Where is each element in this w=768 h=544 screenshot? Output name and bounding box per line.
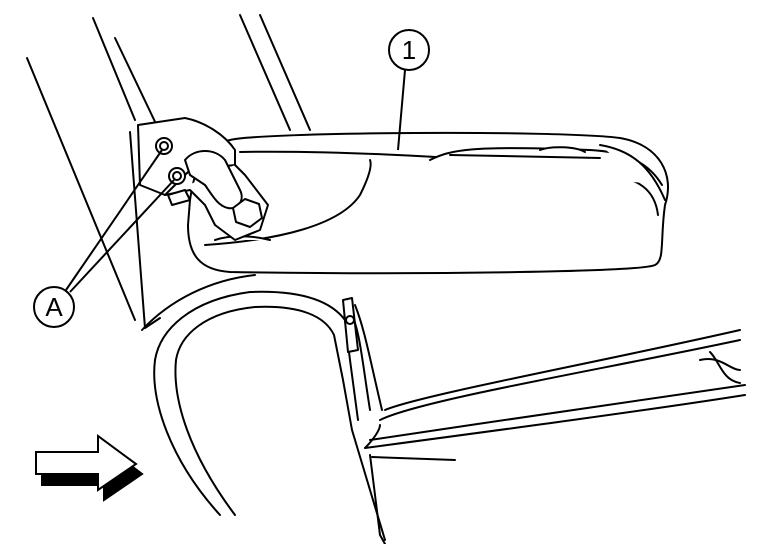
callout-a: A bbox=[33, 286, 75, 328]
mid-bracket bbox=[342, 297, 359, 353]
callout-a-leaders bbox=[65, 149, 175, 293]
callout-1-circle bbox=[388, 29, 430, 71]
hinge-bracket bbox=[137, 117, 269, 241]
callout-1-leader bbox=[397, 69, 406, 151]
vehicle-body-lines bbox=[26, 14, 311, 331]
callout-1: 1 bbox=[388, 29, 430, 151]
callout-a-circle bbox=[33, 286, 75, 328]
console-seat bbox=[364, 329, 746, 544]
part-1-component bbox=[187, 131, 669, 275]
callout-a-label: A bbox=[45, 292, 63, 322]
callout-1-label: 1 bbox=[402, 35, 416, 65]
bolt-a-upper bbox=[155, 137, 173, 155]
front-direction-arrow bbox=[35, 434, 144, 502]
